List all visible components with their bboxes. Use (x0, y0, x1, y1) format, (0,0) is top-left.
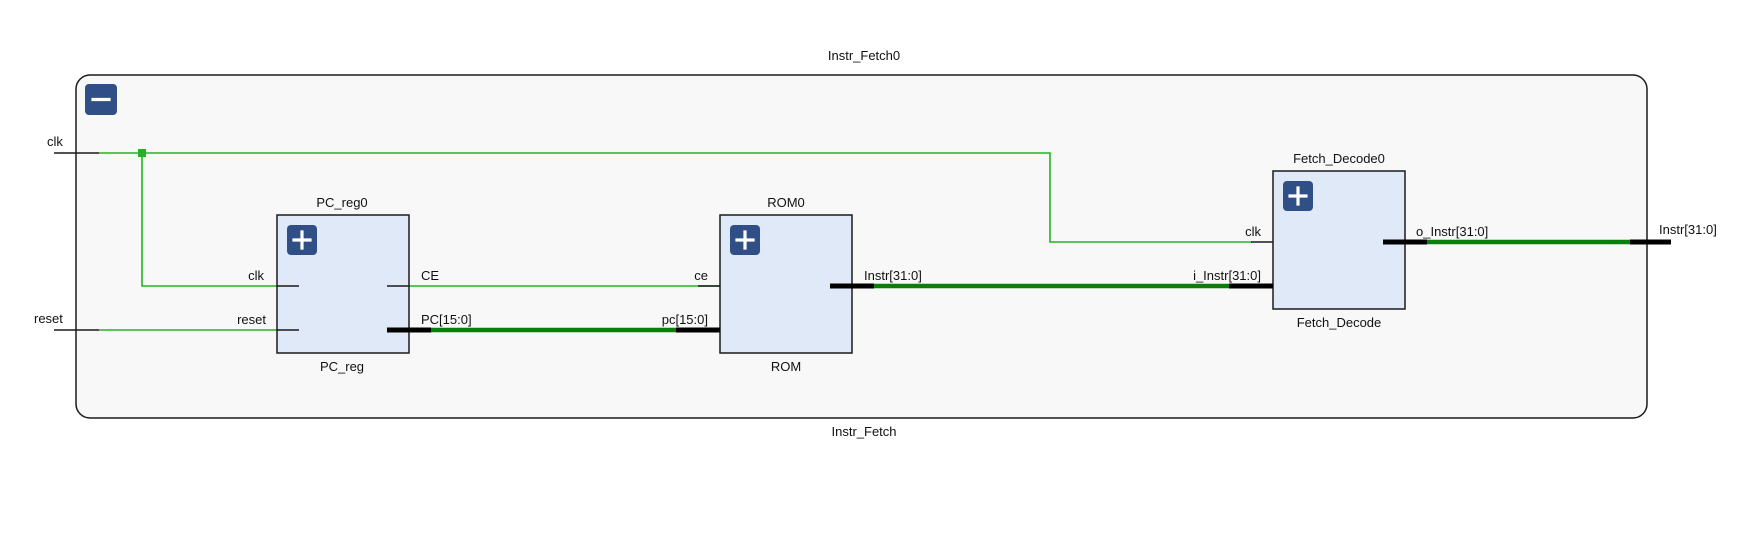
rom-pc-label: pc[15:0] (662, 312, 708, 327)
pc-reg-block[interactable]: PC_reg0 clk reset CE PC[15:0] PC_reg (237, 195, 472, 374)
pc-reg-ce-label: CE (421, 268, 439, 283)
pc-reg-reset-label: reset (237, 312, 266, 327)
instr-fetch-instance-label: Instr_Fetch0 (828, 48, 900, 63)
clk-net[interactable] (99, 152, 1252, 243)
instr-out-port-label: Instr[31:0] (1659, 222, 1717, 237)
fetch-decode-i-instr-label: i_Instr[31:0] (1193, 268, 1261, 283)
pc-reg-module-label: PC_reg (320, 359, 364, 374)
plus-icon[interactable] (730, 225, 760, 255)
clk-junction (138, 149, 146, 157)
wires (99, 149, 1630, 333)
pc-reg-clk-label: clk (248, 268, 264, 283)
fetch-decode-clk-label: clk (1245, 224, 1261, 239)
fetch-decode-module-label: Fetch_Decode (1297, 315, 1382, 330)
reset-port-label: reset (34, 311, 63, 326)
pc-reg-instance-label: PC_reg0 (316, 195, 367, 210)
rom-ce-label: ce (694, 268, 708, 283)
instr-fetch-module-label: Instr_Fetch (831, 424, 896, 439)
fetch-decode-block[interactable]: Fetch_Decode0 clk i_Instr[31:0] o_Instr[… (1193, 151, 1488, 330)
plus-icon[interactable] (1283, 181, 1313, 211)
rom-module-label: ROM (771, 359, 801, 374)
pc-reg-pc-label: PC[15:0] (421, 312, 472, 327)
clk-port-label: clk (47, 134, 63, 149)
fetch-decode-instance-label: Fetch_Decode0 (1293, 151, 1385, 166)
plus-icon[interactable] (287, 225, 317, 255)
minus-icon[interactable] (85, 84, 117, 115)
rom-instance-label: ROM0 (767, 195, 805, 210)
fetch-decode-o-instr-label: o_Instr[31:0] (1416, 224, 1488, 239)
rom-instr-label: Instr[31:0] (864, 268, 922, 283)
clk-branch-net[interactable] (141, 153, 277, 287)
top-ports: clk reset Instr[31:0] (34, 134, 1717, 331)
rom-block[interactable]: ROM0 ce pc[15:0] Instr[31:0] ROM (662, 195, 922, 374)
